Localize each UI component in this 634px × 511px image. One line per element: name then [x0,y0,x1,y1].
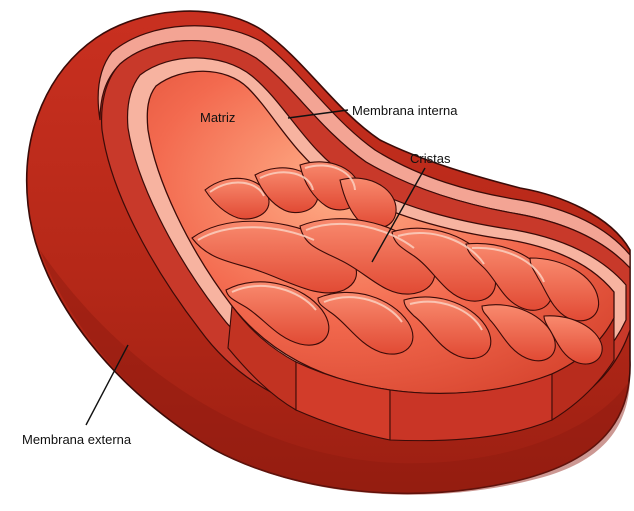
label-cristae: Cristas [410,151,451,166]
label-inner-membrane: Membrana interna [352,103,458,118]
label-matrix: Matriz [200,110,235,125]
label-outer-membrane: Membrana externa [22,432,132,447]
